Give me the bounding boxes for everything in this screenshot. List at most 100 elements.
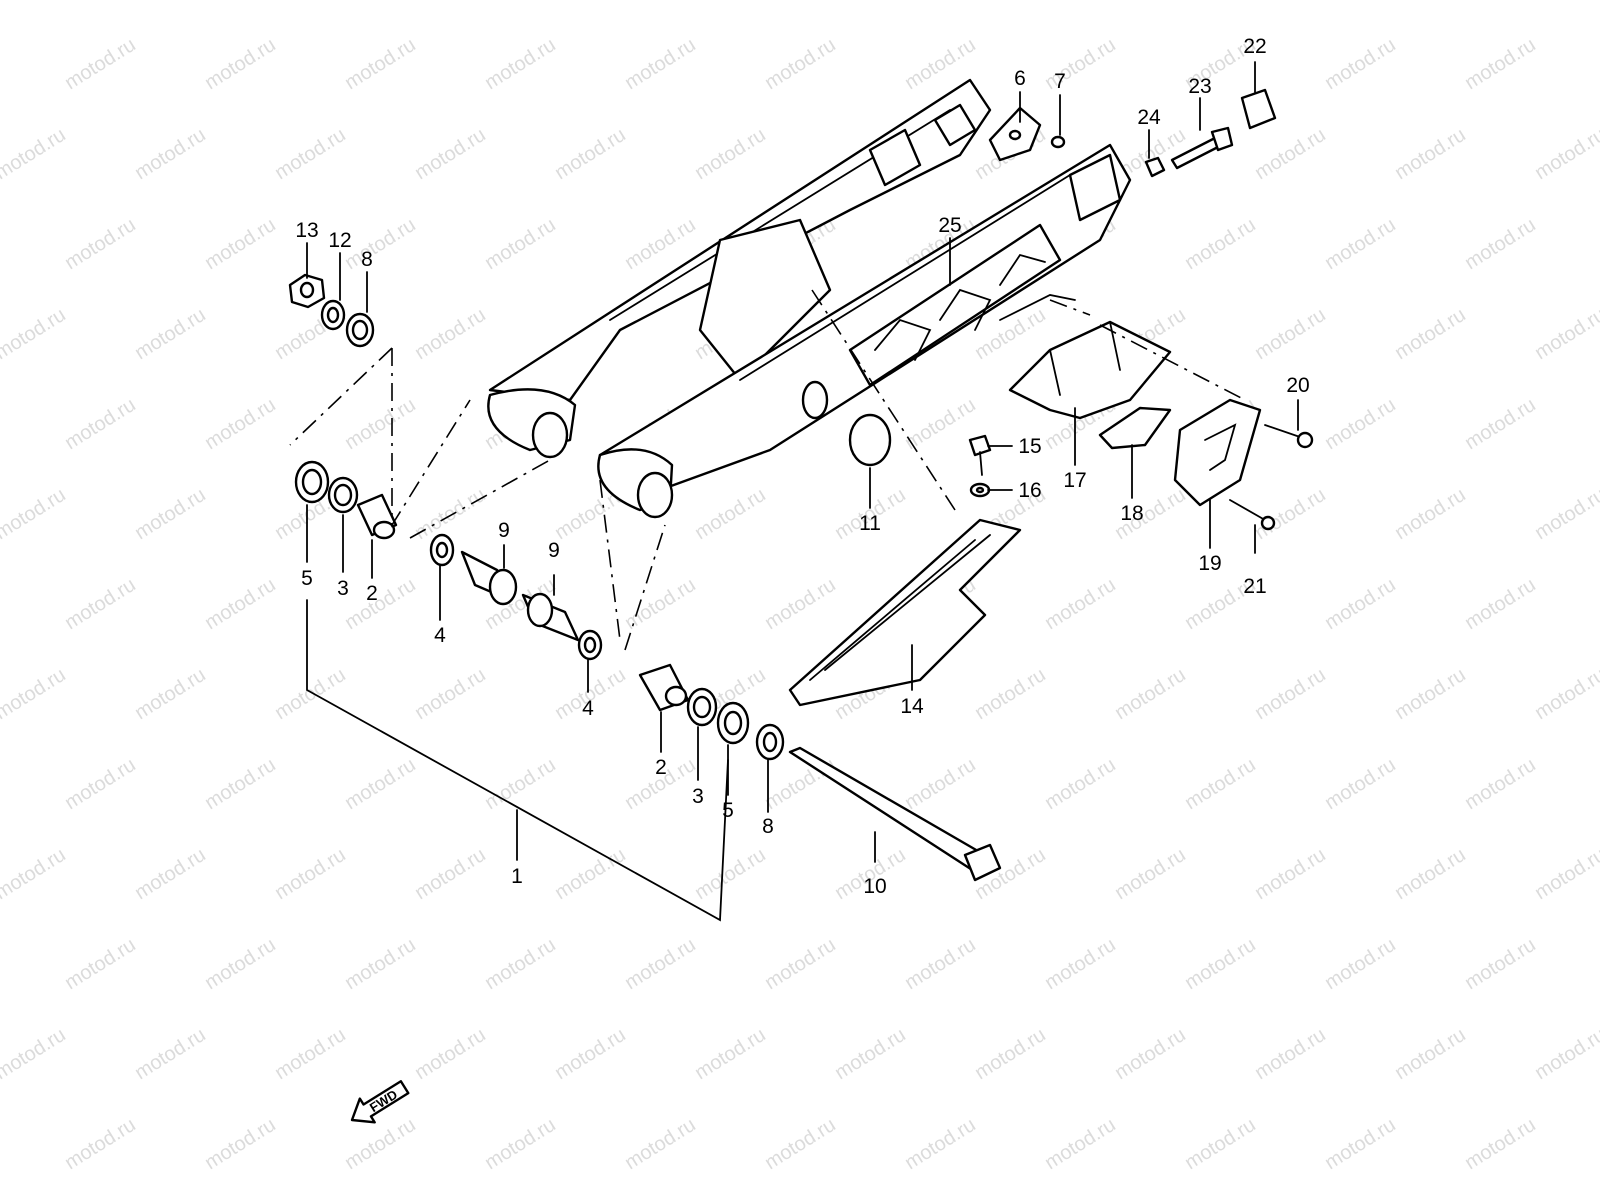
watermark-text: motod.ru — [761, 934, 840, 994]
callout-3: 3 — [692, 785, 704, 808]
watermark-text: motod.ru — [1251, 124, 1330, 184]
watermark-text: motod.ru — [271, 0, 350, 4]
watermark-text: motod.ru — [271, 664, 350, 724]
watermark-text: motod.ru — [411, 664, 490, 724]
callout-2: 2 — [366, 582, 378, 605]
watermark-text: motod.ru — [1461, 1114, 1540, 1174]
watermark-text: motod.ru — [551, 1024, 630, 1084]
watermark-text: motod.ru — [61, 214, 140, 274]
watermark-text: motod.ru — [1251, 304, 1330, 364]
bearing-3-right — [686, 687, 718, 727]
seal-8-right — [755, 723, 785, 761]
spacer-4-b — [577, 629, 603, 661]
watermark-text: motod.ru — [621, 934, 700, 994]
watermark-text: motod.ru — [61, 34, 140, 94]
watermark-text: motod.ru — [1041, 934, 1120, 994]
callout-13: 13 — [295, 219, 318, 242]
chain-slider-14 — [788, 518, 1022, 707]
watermark-text: motod.ru — [1531, 844, 1600, 904]
watermark-text: motod.ru — [1321, 1114, 1400, 1174]
watermark-text: motod.ru — [341, 34, 420, 94]
watermark-text: motod.ru — [1461, 754, 1540, 814]
bolt-20 — [1264, 424, 1314, 449]
watermark-text: motod.ru — [971, 1024, 1050, 1084]
watermark-text: motod.ru — [481, 34, 560, 94]
watermark-text: motod.ru — [1181, 214, 1260, 274]
watermark-text: motod.ru — [1321, 574, 1400, 634]
screw-7 — [1050, 135, 1066, 149]
watermark-text: motod.ru — [411, 124, 490, 184]
watermark-text: motod.ru — [341, 934, 420, 994]
watermark-text: motod.ru — [411, 1024, 490, 1084]
pivot-shaft-10 — [788, 746, 1002, 882]
watermark-text: motod.ru — [341, 214, 420, 274]
watermark-text: motod.ru — [1531, 664, 1600, 724]
watermark-text: motod.ru — [691, 844, 770, 904]
watermark-text: motod.ru — [1251, 0, 1330, 4]
callout-15: 15 — [1018, 435, 1041, 458]
watermark-text: motod.ru — [1181, 934, 1260, 994]
watermark-text: motod.ru — [0, 844, 70, 904]
watermark-text: motod.ru — [271, 844, 350, 904]
callout-6: 6 — [1014, 67, 1026, 90]
watermark-text: motod.ru — [481, 934, 560, 994]
watermark-text: motod.ru — [1181, 754, 1260, 814]
callout-14: 14 — [900, 695, 924, 718]
callout-23: 23 — [1188, 75, 1211, 98]
watermark-text: motod.ru — [691, 0, 770, 4]
guard-plate-18 — [1098, 406, 1172, 450]
watermark-text: motod.ru — [1391, 304, 1470, 364]
washer-16 — [969, 482, 991, 498]
watermark-text: motod.ru — [1321, 394, 1400, 454]
callout-10: 10 — [863, 875, 886, 898]
callout-24: 24 — [1137, 106, 1161, 129]
swingarm-body — [487, 78, 1132, 519]
watermark-text: motod.ru — [1391, 1024, 1470, 1084]
watermark-text: motod.ru — [761, 1114, 840, 1174]
callout-9: 9 — [548, 539, 560, 562]
bracket-6 — [988, 106, 1042, 162]
callout-5: 5 — [301, 567, 313, 590]
callout-labels: 1 2 2 3 3 4 4 5 5 6 7 8 8 9 9 10 11 12 1… — [295, 35, 1309, 898]
watermark-text: motod.ru — [0, 304, 70, 364]
callout-25: 25 — [938, 214, 961, 237]
callout-7: 7 — [1054, 70, 1066, 93]
watermark-text: motod.ru — [481, 214, 560, 274]
bushing-2-right — [638, 663, 690, 712]
watermark-text: motod.ru — [691, 1024, 770, 1084]
chain-guide-17 — [1008, 320, 1172, 420]
watermark-text: motod.ru — [551, 844, 630, 904]
callout-1: 1 — [511, 865, 523, 888]
callout-8: 8 — [361, 248, 373, 271]
watermark-text: motod.ru — [1321, 754, 1400, 814]
bolt-23 — [1170, 126, 1234, 170]
watermark-text: motod.ru — [1321, 934, 1400, 994]
callout-21: 21 — [1243, 575, 1266, 598]
watermark-text: motod.ru — [1531, 124, 1600, 184]
forward-arrow-icon — [350, 1080, 410, 1124]
watermark-text: motod.ru — [1461, 934, 1540, 994]
watermark-text: motod.ru — [131, 0, 210, 4]
watermark-text: motod.ru — [971, 664, 1050, 724]
watermark-text: motod.ru — [0, 484, 70, 544]
watermark-text: motod.ru — [341, 1114, 420, 1174]
cap-11 — [848, 413, 892, 467]
watermark-text: motod.ru — [761, 574, 840, 634]
watermark-text: motod.ru — [61, 934, 140, 994]
watermark-text: motod.ru — [271, 1024, 350, 1084]
watermark-text: motod.ru — [131, 124, 210, 184]
watermark-text: motod.ru — [1251, 844, 1330, 904]
watermark-text: motod.ru — [131, 844, 210, 904]
watermark-text: motod.ru — [1391, 844, 1470, 904]
watermark-text: motod.ru — [61, 754, 140, 814]
callout-16: 16 — [1018, 479, 1041, 502]
watermark-text: motod.ru — [131, 664, 210, 724]
watermark-text: motod.ru — [901, 934, 980, 994]
watermark-text: motod.ru — [341, 394, 420, 454]
watermark-text: motod.ru — [691, 484, 770, 544]
callout-3: 3 — [337, 577, 349, 600]
watermark-text: motod.ru — [131, 304, 210, 364]
watermark-text: motod.ru — [411, 844, 490, 904]
nut-24 — [1144, 156, 1166, 178]
